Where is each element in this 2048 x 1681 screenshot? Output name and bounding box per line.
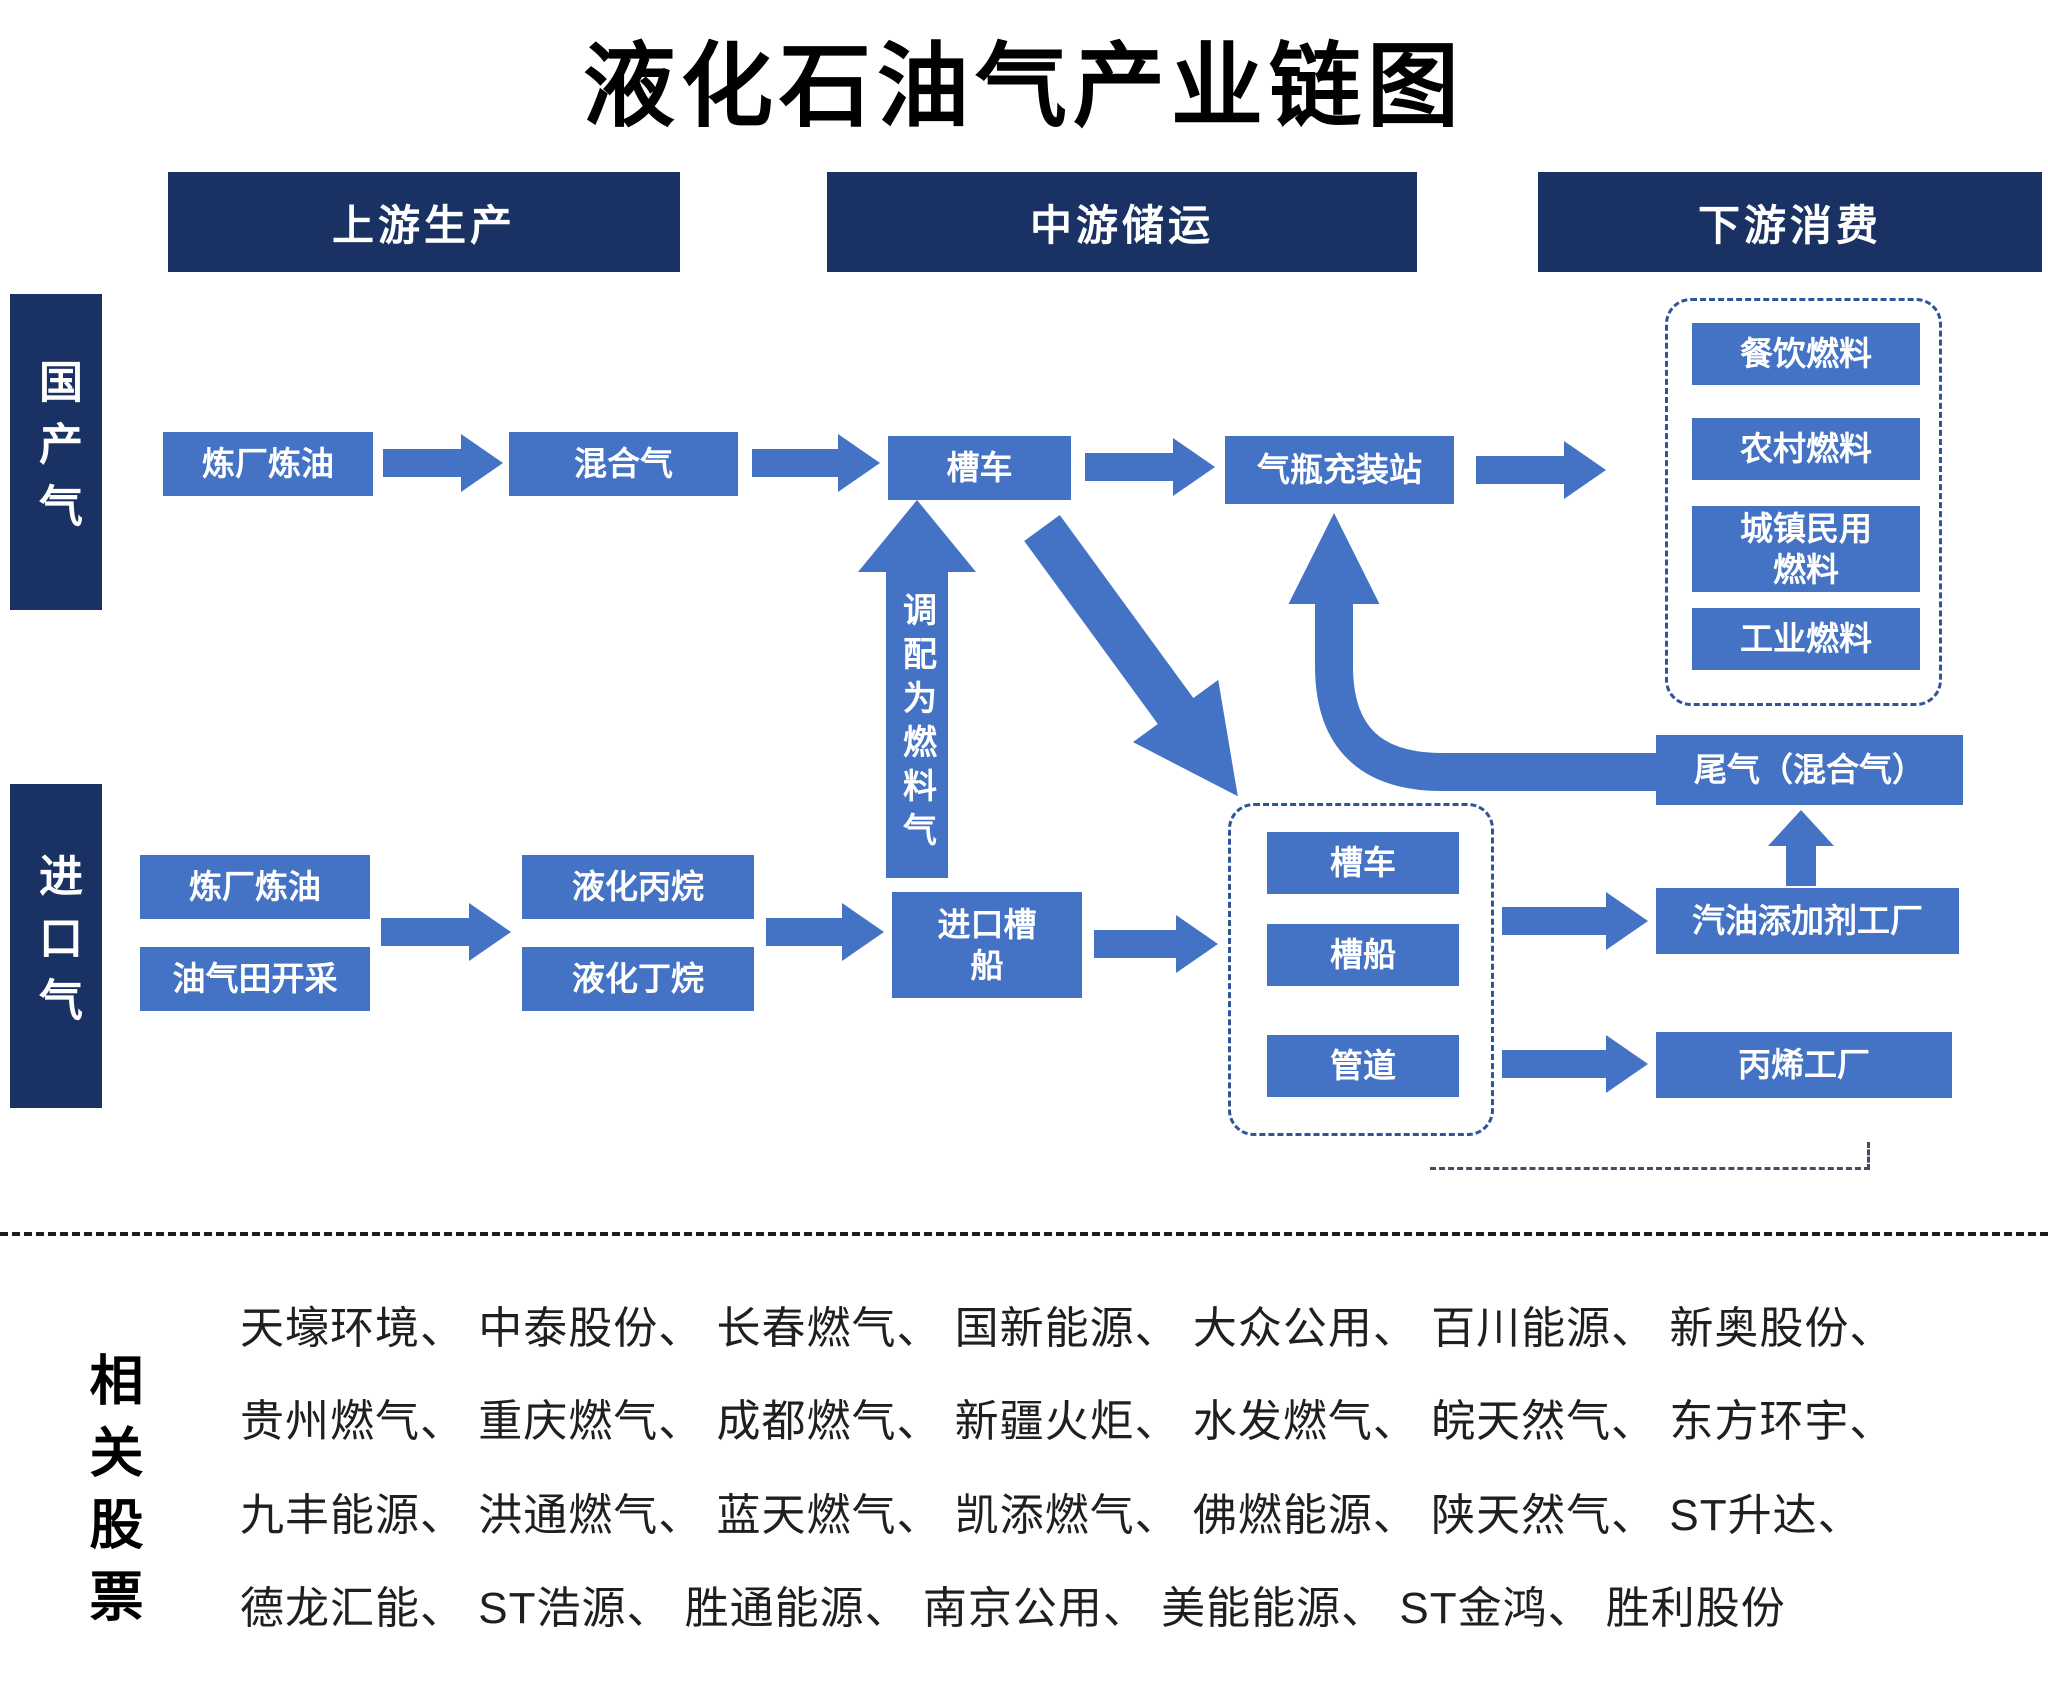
box-tanker-truck: 槽车 <box>888 436 1071 500</box>
box-import-tanker-ship: 进口槽 船 <box>892 892 1082 998</box>
arrowhead <box>858 500 976 572</box>
box-transport-truck: 槽车 <box>1267 832 1459 894</box>
box-refinery-imported: 炼厂炼油 <box>140 855 370 919</box>
stage-header-downstream: 下游消费 <box>1538 172 2042 272</box>
box-filling-station: 气瓶充装站 <box>1225 436 1454 504</box>
arrow-lpg-to-importship <box>766 903 884 961</box>
arrow-importship-to-transport <box>1094 915 1218 973</box>
box-refinery-domestic: 炼厂炼油 <box>163 432 373 496</box>
arrow-truck-to-midstream <box>1024 515 1238 797</box>
arrow-shaft <box>886 572 948 878</box>
box-mixed-gas: 混合气 <box>509 432 738 496</box>
stocks-line-1: 天壕环境、 中泰股份、 长春燃气、 国新能源、 大众公用、 百川能源、 新奥股份… <box>240 1304 1895 1353</box>
arrow-tailgas-to-filling-station <box>1288 513 1658 791</box>
stage-header-midstream: 中游储运 <box>827 172 1417 272</box>
arrow-transport-to-propyleneplant <box>1502 1035 1648 1093</box>
page-title: 液化石油气产业链图 <box>582 36 1465 138</box>
blend-arrow-label: 调配为燃料气 <box>897 592 936 856</box>
box-pipeline: 管道 <box>1267 1035 1459 1097</box>
box-urban-residential-fuel: 城镇民用 燃料 <box>1692 506 1920 592</box>
arrow-refinery-to-mixedgas <box>383 434 503 492</box>
stocks-line-2: 贵州燃气、 重庆燃气、 成都燃气、 新疆火炬、 水发燃气、 皖天然气、 东方环宇… <box>240 1397 1895 1446</box>
arrow-sources-to-lpg <box>381 903 511 961</box>
transport-group: 槽车 槽船 管道 <box>1228 803 1494 1136</box>
box-oilfield-extraction: 油气田开采 <box>140 947 370 1011</box>
arrow-shaft <box>1786 846 1816 886</box>
arrow-additive-to-tailgas <box>1768 810 1834 886</box>
box-liquefied-propane: 液化丙烷 <box>522 855 754 919</box>
section-divider <box>0 1232 2048 1236</box>
side-label-imported-gas: 进口气 <box>10 784 102 1108</box>
box-rural-fuel: 农村燃料 <box>1692 418 1920 480</box>
related-stocks-label: 相关股票 <box>81 1352 141 1640</box>
dashed-remnant <box>1430 1142 1870 1170</box>
consumption-group: 餐饮燃料 农村燃料 城镇民用 燃料 工业燃料 <box>1665 298 1942 706</box>
arrow-transport-to-additiveplant <box>1502 892 1648 950</box>
stocks-line-4: 德龙汇能、 ST浩源、 胜通能源、 南京公用、 美能能源、 ST金鸿、 胜利股份 <box>240 1584 1786 1633</box>
box-catering-fuel: 餐饮燃料 <box>1692 323 1920 385</box>
arrow-blend-to-fuel-gas: 调配为燃料气 <box>858 500 976 878</box>
box-transport-ship: 槽船 <box>1267 924 1459 986</box>
stage-header-upstream: 上游生产 <box>168 172 680 272</box>
box-liquefied-butane: 液化丁烷 <box>522 947 754 1011</box>
arrow-mixedgas-to-truck <box>752 434 880 492</box>
box-gasoline-additive-plant: 汽油添加剂工厂 <box>1656 888 1959 954</box>
box-propylene-plant: 丙烯工厂 <box>1656 1032 1952 1098</box>
box-tail-gas: 尾气（混合气） <box>1656 735 1963 805</box>
box-industrial-fuel: 工业燃料 <box>1692 608 1920 670</box>
arrowhead <box>1768 810 1834 846</box>
arrow-fillingstation-to-consumption <box>1476 441 1606 499</box>
arrow-truck-to-fillingstation <box>1085 438 1215 496</box>
stocks-line-3: 九丰能源、 洪通燃气、 蓝天燃气、 凯添燃气、 佛燃能源、 陕天然气、 ST升达… <box>240 1491 1863 1540</box>
side-label-domestic-gas: 国产气 <box>10 294 102 610</box>
